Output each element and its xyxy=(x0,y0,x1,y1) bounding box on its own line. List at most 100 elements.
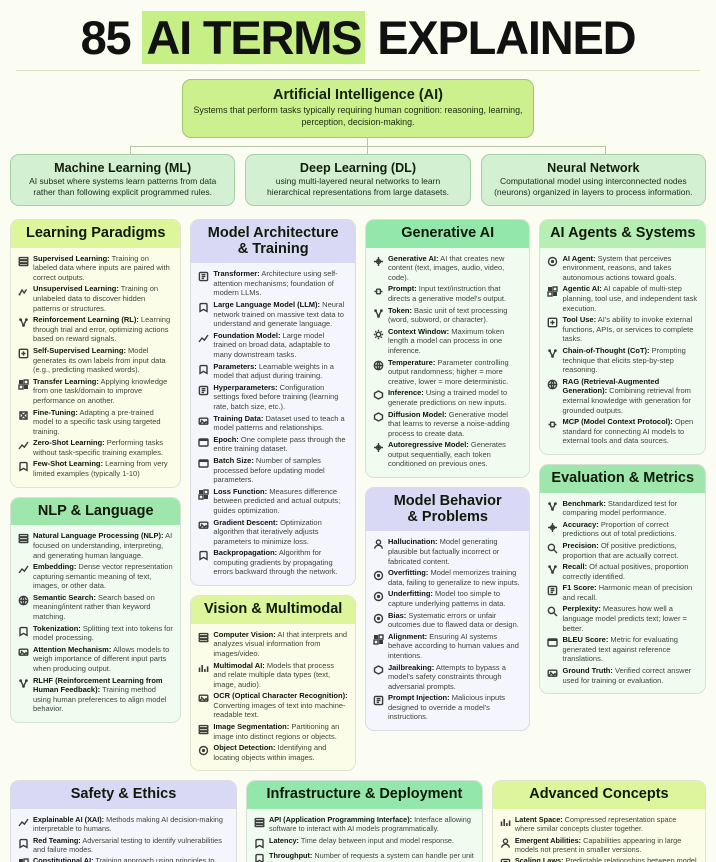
term-entry: Batch Size: Number of samples processed … xyxy=(198,456,348,485)
term-text: Temperature: Parameter controlling outpu… xyxy=(387,357,509,386)
term-text: Prompt Injection: Malicious inputs desig… xyxy=(387,693,506,722)
term-text: Benchmark: Standardized test for compari… xyxy=(562,498,678,518)
benchmark-icon xyxy=(547,501,558,512)
explain-icon xyxy=(18,817,29,828)
term-entry: Epoch: One complete pass through the ent… xyxy=(198,435,348,454)
term-entry: Fine-Tuning: Adapting a pre-trained mode… xyxy=(18,408,173,437)
agentic-icon xyxy=(547,286,559,298)
box-icon xyxy=(18,286,29,297)
throughput-icon xyxy=(254,853,265,862)
term-name: Loss Function: xyxy=(213,486,268,496)
term-entry: Gradient Descent: Optimization algorithm… xyxy=(198,518,348,547)
term-text: Scaling Laws: Predictable relationships … xyxy=(515,856,698,862)
term-entry: BLEU Score: Metric for evaluating genera… xyxy=(547,635,698,664)
term-text: Loss Function: Measures difference betwe… xyxy=(213,486,341,515)
term-name: Alignment: xyxy=(387,631,428,641)
term-name: Bias: xyxy=(387,610,407,620)
card-title-learning-paradigms: Learning Paradigms xyxy=(11,219,181,248)
title-highlight: AI TERMS xyxy=(142,10,366,64)
term-name: Reinforcement Learning (RL): xyxy=(33,315,139,325)
ocr-icon xyxy=(198,693,209,704)
term-text: F1 Score: Harmonic mean of precision and… xyxy=(562,583,693,602)
term-text: Large Language Model (LLM): Neural netwo… xyxy=(213,300,345,329)
term-name: Prompt Injection: xyxy=(387,693,450,703)
term-name: Object Detection: xyxy=(213,743,276,753)
term-name: Batch Size: xyxy=(213,455,254,465)
term-text: Transformer: Architecture using self-att… xyxy=(213,269,338,298)
term-entry: Attention Mechanism: Allows models to we… xyxy=(18,645,173,674)
term-entry: Embedding: Dense vector representation c… xyxy=(18,562,173,591)
precision-icon xyxy=(547,543,558,554)
term-entry: Supervised Learning: Training on labeled… xyxy=(18,254,173,283)
term-name: Tool Use: xyxy=(562,315,597,325)
term-entry: Few-Shot Learning: Learning from very li… xyxy=(18,459,173,478)
vector-icon xyxy=(18,564,29,575)
term-name: Foundation Model: xyxy=(213,330,281,340)
term-name: MCP (Model Context Protocol): xyxy=(562,417,673,427)
term-text: Object Detection: Identifying and locati… xyxy=(213,743,327,762)
term-text: Tokenization: Splitting text into tokens… xyxy=(33,623,173,643)
root-node-artificial-intelligence: Artificial Intelligence (AI) Systems tha… xyxy=(182,79,534,138)
term-text: Agentic AI: AI capable of multi-step pla… xyxy=(562,284,698,313)
token-split-icon xyxy=(18,626,29,637)
term-entry: Explainable AI (XAI): Methods making AI … xyxy=(18,815,229,834)
term-name: Semantic Search: xyxy=(33,592,96,602)
alignment-icon xyxy=(373,634,384,645)
term-name: Token: xyxy=(387,305,412,315)
term-text: BLEU Score: Metric for evaluating genera… xyxy=(562,635,678,664)
term-name: Self-Supervised Learning: xyxy=(33,345,126,355)
term-text: Multimodal AI: Models that process and r… xyxy=(213,660,334,689)
overfit-icon xyxy=(373,570,384,581)
term-name: RAG (Retrieval-Augmented Generation): xyxy=(562,376,660,396)
term-name: Computer Vision: xyxy=(213,629,276,639)
feedback-icon xyxy=(18,678,29,689)
card-title-advanced-concepts: Advanced Concepts xyxy=(492,781,705,810)
term-name: Transfer Learning: xyxy=(33,376,99,386)
term-entry: Agentic AI: AI capable of multi-step pla… xyxy=(547,284,698,313)
temperature-icon xyxy=(373,360,384,371)
card-title-safety-ethics: Safety & Ethics xyxy=(11,781,236,810)
term-text: Fine-Tuning: Adapting a pre-trained mode… xyxy=(33,407,161,436)
term-entry: Emergent Abilities: Capabilities appeari… xyxy=(500,836,698,855)
term-entry: Inference: Using a trained model to gene… xyxy=(373,388,523,407)
term-name: Training Data: xyxy=(213,413,264,423)
target-icon xyxy=(547,522,558,533)
term-text: Hyperparameters: Configuration settings … xyxy=(213,382,339,411)
term-entry: Prompt Injection: Malicious inputs desig… xyxy=(373,693,523,722)
robot-arm-icon xyxy=(18,317,29,328)
term-entry: Loss Function: Measures difference betwe… xyxy=(198,487,348,516)
term-entry: Context Window: Maximum token length a m… xyxy=(373,327,523,356)
card-body-learning-paradigms: Supervised Learning: Training on labeled… xyxy=(11,248,180,487)
term-entry: Zero-Shot Learning: Performing tasks wit… xyxy=(18,438,173,457)
settings-icon xyxy=(198,385,209,396)
term-entry: Multimodal AI: Models that process and r… xyxy=(198,661,348,690)
term-name: Natural Language Processing (NLP): xyxy=(33,531,164,541)
title-divider xyxy=(16,70,700,71)
term-text: Few-Shot Learning: Learning from very li… xyxy=(33,459,168,479)
card-title-infrastructure-deployment: Infrastructure & Deployment xyxy=(246,781,482,810)
term-entry: Red Teaming: Adversarial testing to iden… xyxy=(18,836,229,855)
term-text: Alignment: Ensuring AI systems behave ac… xyxy=(387,631,519,660)
constitution-icon xyxy=(18,858,29,862)
term-name: Explainable AI (XAI): xyxy=(33,815,105,825)
inference-icon xyxy=(373,390,384,401)
term-entry: Tokenization: Splitting text into tokens… xyxy=(18,624,173,643)
scale-icon xyxy=(547,668,558,679)
term-name: Large Language Model (LLM): xyxy=(213,300,321,310)
term-name: RLHF (Reinforcement Learning from Human … xyxy=(33,675,163,695)
term-text: Underfitting: Model too simple to captur… xyxy=(387,589,506,608)
term-entry: Tool Use: AI's ability to invoke externa… xyxy=(547,315,698,344)
term-text: Latent Space: Compressed representation … xyxy=(514,815,677,834)
card-title-ai-agents-systems: AI Agents & Systems xyxy=(540,219,705,248)
term-text: Image Segmentation: Partitioning an imag… xyxy=(213,722,340,741)
latent-icon xyxy=(500,817,511,828)
protocol-icon xyxy=(547,419,558,430)
